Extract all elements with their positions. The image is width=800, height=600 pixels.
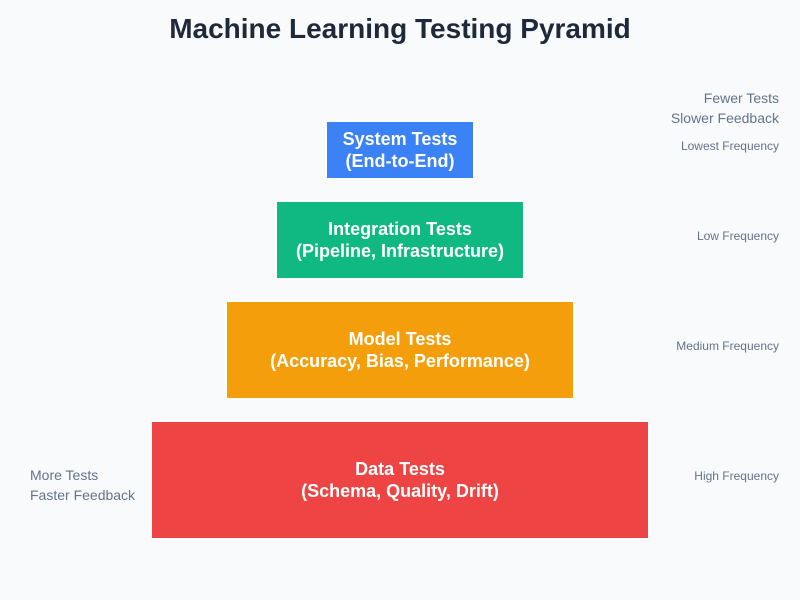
- layer-detail: (Schema, Quality, Drift): [301, 481, 499, 501]
- frequency-label-data: High Frequency: [694, 469, 779, 483]
- pyramid-layer-system-tests: System Tests (End-to-End): [325, 120, 475, 180]
- bottom-annotation-line1: More Tests: [30, 467, 99, 483]
- layer-name: Data Tests: [355, 459, 445, 479]
- layer-name: Model Tests: [348, 329, 452, 349]
- bottom-annotation: More Tests Faster Feedback: [30, 465, 135, 505]
- layer-name: System Tests: [342, 129, 458, 149]
- layer-detail: (Accuracy, Bias, Performance): [270, 351, 530, 371]
- layer-detail: (End-to-End): [345, 151, 455, 171]
- pyramid-layer-integration-tests: Integration Tests (Pipeline, Infrastruct…: [275, 200, 525, 280]
- pyramid-layer-data-tests: Data Tests (Schema, Quality, Drift): [150, 420, 650, 540]
- frequency-label-system: Lowest Frequency: [680, 139, 779, 153]
- pyramid-layer-model-tests: Model Tests (Accuracy, Bias, Performance…: [225, 300, 575, 400]
- layer-detail: (Pipeline, Infrastructure): [295, 241, 505, 261]
- frequency-label-model: Medium Frequency: [676, 339, 779, 353]
- diagram-title: Machine Learning Testing Pyramid: [169, 13, 631, 44]
- frequency-label-integration: Low Frequency: [696, 229, 779, 243]
- top-annotation-line1: Fewer Tests: [703, 90, 779, 106]
- bottom-annotation-line2: Faster Feedback: [30, 487, 136, 503]
- top-annotation-line2: Slower Feedback: [670, 110, 779, 126]
- layer-name: Integration Tests: [328, 219, 472, 239]
- top-annotation: Fewer Tests Slower Feedback: [671, 88, 779, 128]
